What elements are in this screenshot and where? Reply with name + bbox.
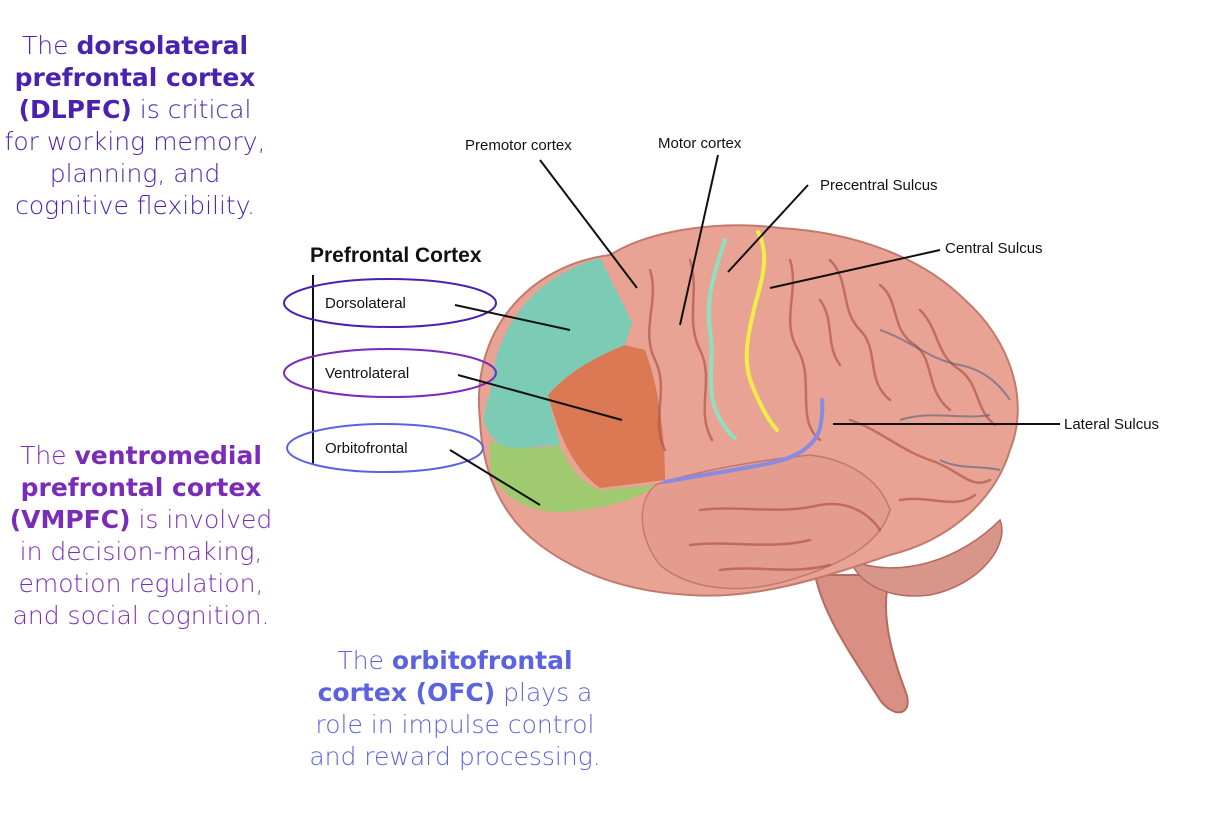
motor-leader — [679, 154, 719, 326]
ofc-note-term: orbitofrontal cortex (OFC) — [317, 646, 573, 707]
ofc-note: The orbitofrontal cortex (OFC) plays a r… — [290, 645, 620, 773]
cerebellum — [848, 518, 1003, 597]
dorsolateral-leader — [454, 304, 571, 331]
dlpfc-note-pre: The — [21, 31, 77, 60]
brainstem — [813, 574, 909, 714]
orbitofrontal-ellipse — [286, 423, 484, 473]
ventrolateral-label: Ventrolateral — [325, 365, 409, 382]
orbitofrontal-label: Orbitofrontal — [325, 440, 408, 457]
motor-cortex-label: Motor cortex — [658, 135, 742, 152]
prefrontal-cortex-heading: Prefrontal Cortex — [310, 244, 482, 267]
lateral-sulcus-label: Lateral Sulcus — [1064, 416, 1159, 433]
dorsolateral-lower-region — [484, 395, 560, 450]
vessels — [879, 329, 1011, 471]
premotor-cortex-label: Premotor cortex — [465, 137, 572, 154]
leader-lines — [449, 154, 1060, 506]
brain-diagram: Prefrontal Cortex Dorsolateral Ventrolat… — [283, 135, 1159, 714]
temporal-lobe — [641, 454, 891, 590]
vmpfc-note-term: ventromedial prefrontal cortex (VMPFC) — [9, 441, 262, 534]
dlpfc-note-term: dorsolateral prefrontal cortex (DLPFC) — [14, 31, 256, 124]
central-sulcus-label: Central Sulcus — [945, 240, 1043, 257]
precentral-leader — [727, 184, 809, 273]
precentral-sulcus-label: Precentral Sulcus — [820, 177, 938, 194]
central-sulcus-line — [744, 230, 779, 432]
gyri-texture — [647, 258, 997, 572]
ventrolateral-leader — [457, 374, 623, 421]
ventrolateral-ellipse — [283, 348, 497, 398]
dorsolateral-label: Dorsolateral — [325, 295, 406, 312]
premotor-leader — [539, 159, 638, 289]
ofc-note-pre: The — [337, 646, 392, 675]
dlpfc-note-post: is critical for working memory, planning… — [4, 95, 266, 220]
vmpfc-note-post: is involved in decision-making, emotion … — [12, 505, 273, 630]
dlpfc-note: The dorsolateral prefrontal cortex (DLPF… — [0, 30, 270, 222]
central-leader — [769, 249, 941, 289]
vmpfc-note-pre: The — [20, 441, 75, 470]
lateral-sulcus-line — [663, 398, 825, 484]
ofc-note-post: plays a role in impulse control and rewa… — [309, 678, 601, 771]
dorsolateral-region — [490, 258, 632, 395]
orbitofrontal-leader — [449, 449, 541, 506]
vmpfc-note: The ventromedial prefrontal cortex (VMPF… — [0, 440, 282, 632]
orbitofrontal-region — [490, 440, 655, 512]
precentral-sulcus-line — [706, 238, 737, 440]
dorsolateral-ellipse — [283, 278, 497, 328]
